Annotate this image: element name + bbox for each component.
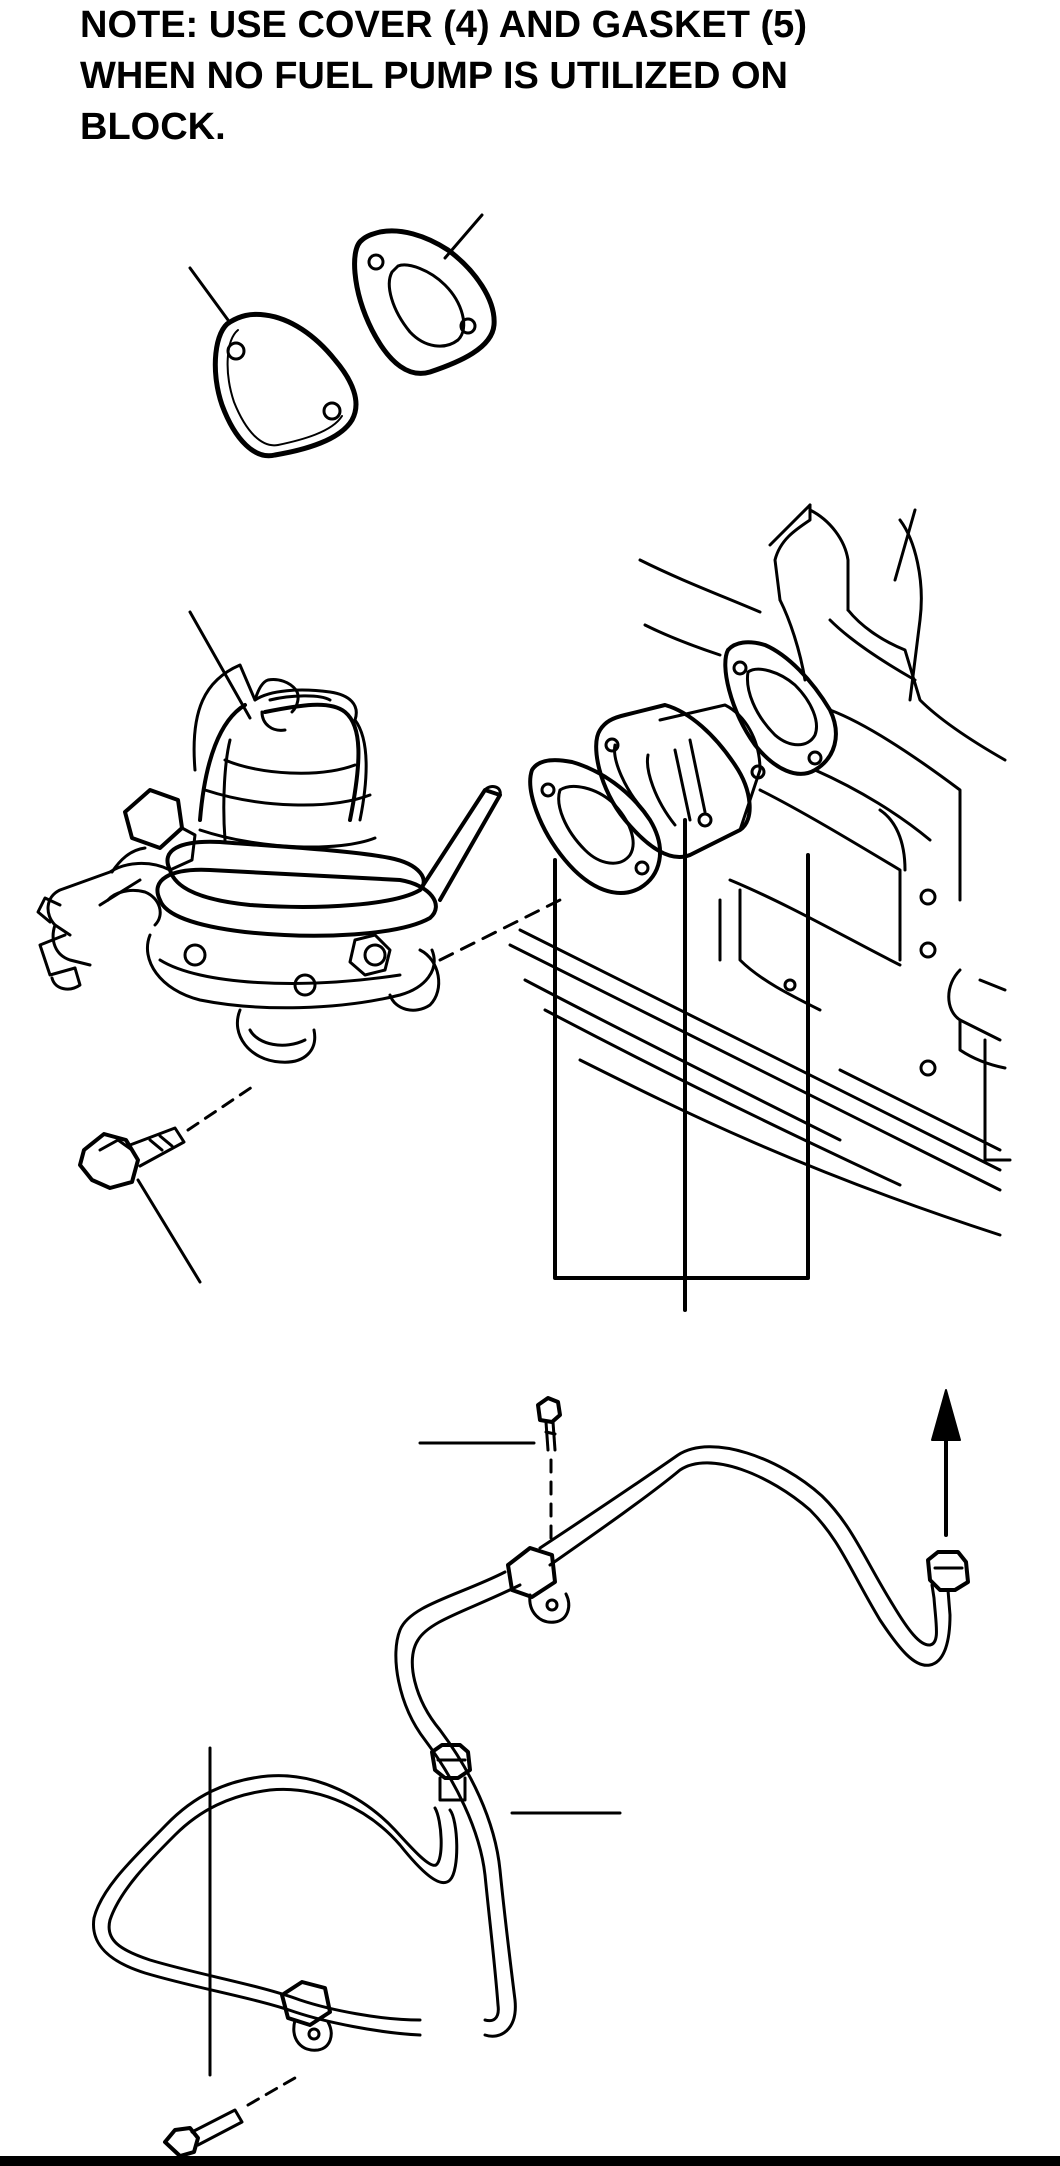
note-line-3: BLOCK. [80,106,226,148]
clip-screw-top [538,1398,560,1450]
fuel-line-clip-upper [508,1548,569,1622]
note-text: NOTE: USE COVER (4) AND GASKET (5) WHEN … [80,0,980,153]
leader-line-fuel-pump [190,612,250,718]
spacer-block [596,705,760,857]
gasket [355,231,495,374]
leader-line-bolt [138,1180,200,1282]
alignment-line-pump [440,900,560,960]
flow-arrow-icon [932,1390,960,1535]
fuel-pump [38,665,500,1062]
clip-screw-bottom [165,2110,242,2156]
fuel-line-lower [93,1776,456,2035]
fuel-line-upper [396,1447,950,2036]
bottom-border [0,2156,1060,2166]
alignment-line-screw-bottom [248,2075,300,2105]
cover [215,314,356,455]
leader-line-gasket [445,215,482,258]
leader-line-cover [190,268,228,320]
fuel-line-fitting-right [928,1552,968,1590]
fuel-line-clip-lower [282,1982,331,2050]
alignment-line-bolt [188,1085,255,1130]
callout-bracket [555,820,808,1310]
fuel-line-fitting-middle [432,1745,470,1800]
mounting-bolt [80,1128,184,1188]
note-line-1: NOTE: USE COVER (4) AND GASKET (5) [80,4,807,46]
engine-block [510,505,1010,1235]
flange-gasket-2 [725,642,836,778]
flange-gasket-1 [530,760,660,893]
note-line-2: WHEN NO FUEL PUMP IS UTILIZED ON [80,55,788,97]
